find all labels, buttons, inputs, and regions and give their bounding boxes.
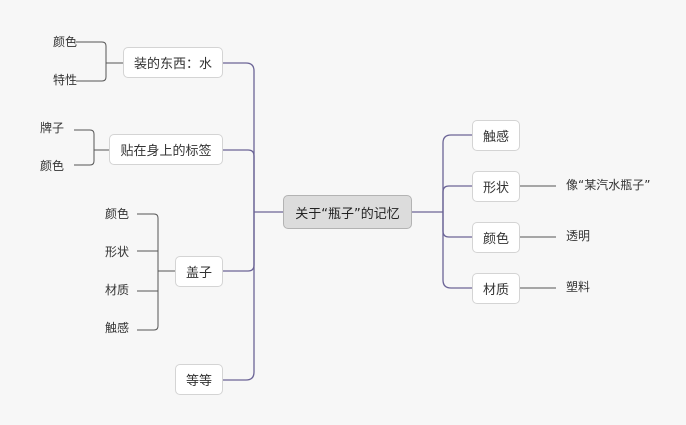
- branch-node-etc[interactable]: 等等: [175, 364, 223, 395]
- leaf-cap-color[interactable]: 颜色: [105, 207, 130, 221]
- branch-node-water-label: 装的东西：水: [133, 57, 212, 72]
- branch-node-label-label: 贴在身上的标签: [120, 144, 212, 159]
- leaf-label-color[interactable]: 颜色: [40, 159, 65, 173]
- leaf-water-trait[interactable]: 特性: [53, 73, 78, 87]
- branch-node-cap-label: 盖子: [185, 266, 212, 281]
- branch-node-material[interactable]: 材质: [472, 273, 520, 304]
- connector-left-water: [223, 62, 255, 212]
- branch-node-shape[interactable]: 形状: [472, 171, 520, 202]
- bracket-cap: [137, 213, 175, 331]
- branch-node-color[interactable]: 颜色: [472, 222, 520, 253]
- connector-left-etc: [223, 212, 255, 381]
- branch-node-etc-label: 等等: [185, 374, 212, 389]
- connector-right-shape: [442, 185, 472, 212]
- connector-right-touch: [442, 134, 472, 212]
- connector-left-label: [223, 149, 255, 212]
- leaf-water-color[interactable]: 颜色: [53, 35, 78, 49]
- leaf-cap-shape[interactable]: 形状: [105, 245, 130, 259]
- bracket-label: [74, 129, 109, 166]
- branch-node-material-label: 材质: [482, 283, 509, 298]
- note-material[interactable]: 塑料: [566, 280, 591, 294]
- leaf-label-brand[interactable]: 牌子: [40, 121, 65, 135]
- root-node[interactable]: 关于“瓶子”的记忆: [283, 195, 412, 229]
- leaf-cap-touch[interactable]: 触感: [105, 321, 130, 335]
- branch-node-color-label: 颜色: [482, 232, 509, 247]
- branch-node-water[interactable]: 装的东西：水: [123, 47, 223, 78]
- branch-node-label[interactable]: 贴在身上的标签: [109, 134, 223, 165]
- branch-node-touch[interactable]: 触感: [472, 120, 520, 151]
- leaf-cap-material[interactable]: 材质: [105, 283, 130, 297]
- branch-node-shape-label: 形状: [482, 181, 509, 196]
- note-color[interactable]: 透明: [566, 229, 591, 243]
- root-node-label: 关于“瓶子”的记忆: [295, 206, 400, 222]
- branch-node-cap[interactable]: 盖子: [175, 256, 223, 287]
- note-shape[interactable]: 像“某汽水瓶子”: [566, 178, 651, 192]
- connector-right-material: [442, 212, 472, 289]
- connector-right-color: [442, 212, 472, 238]
- bracket-water: [76, 41, 123, 82]
- branch-node-touch-label: 触感: [482, 130, 509, 145]
- connector-left-cap: [223, 212, 255, 272]
